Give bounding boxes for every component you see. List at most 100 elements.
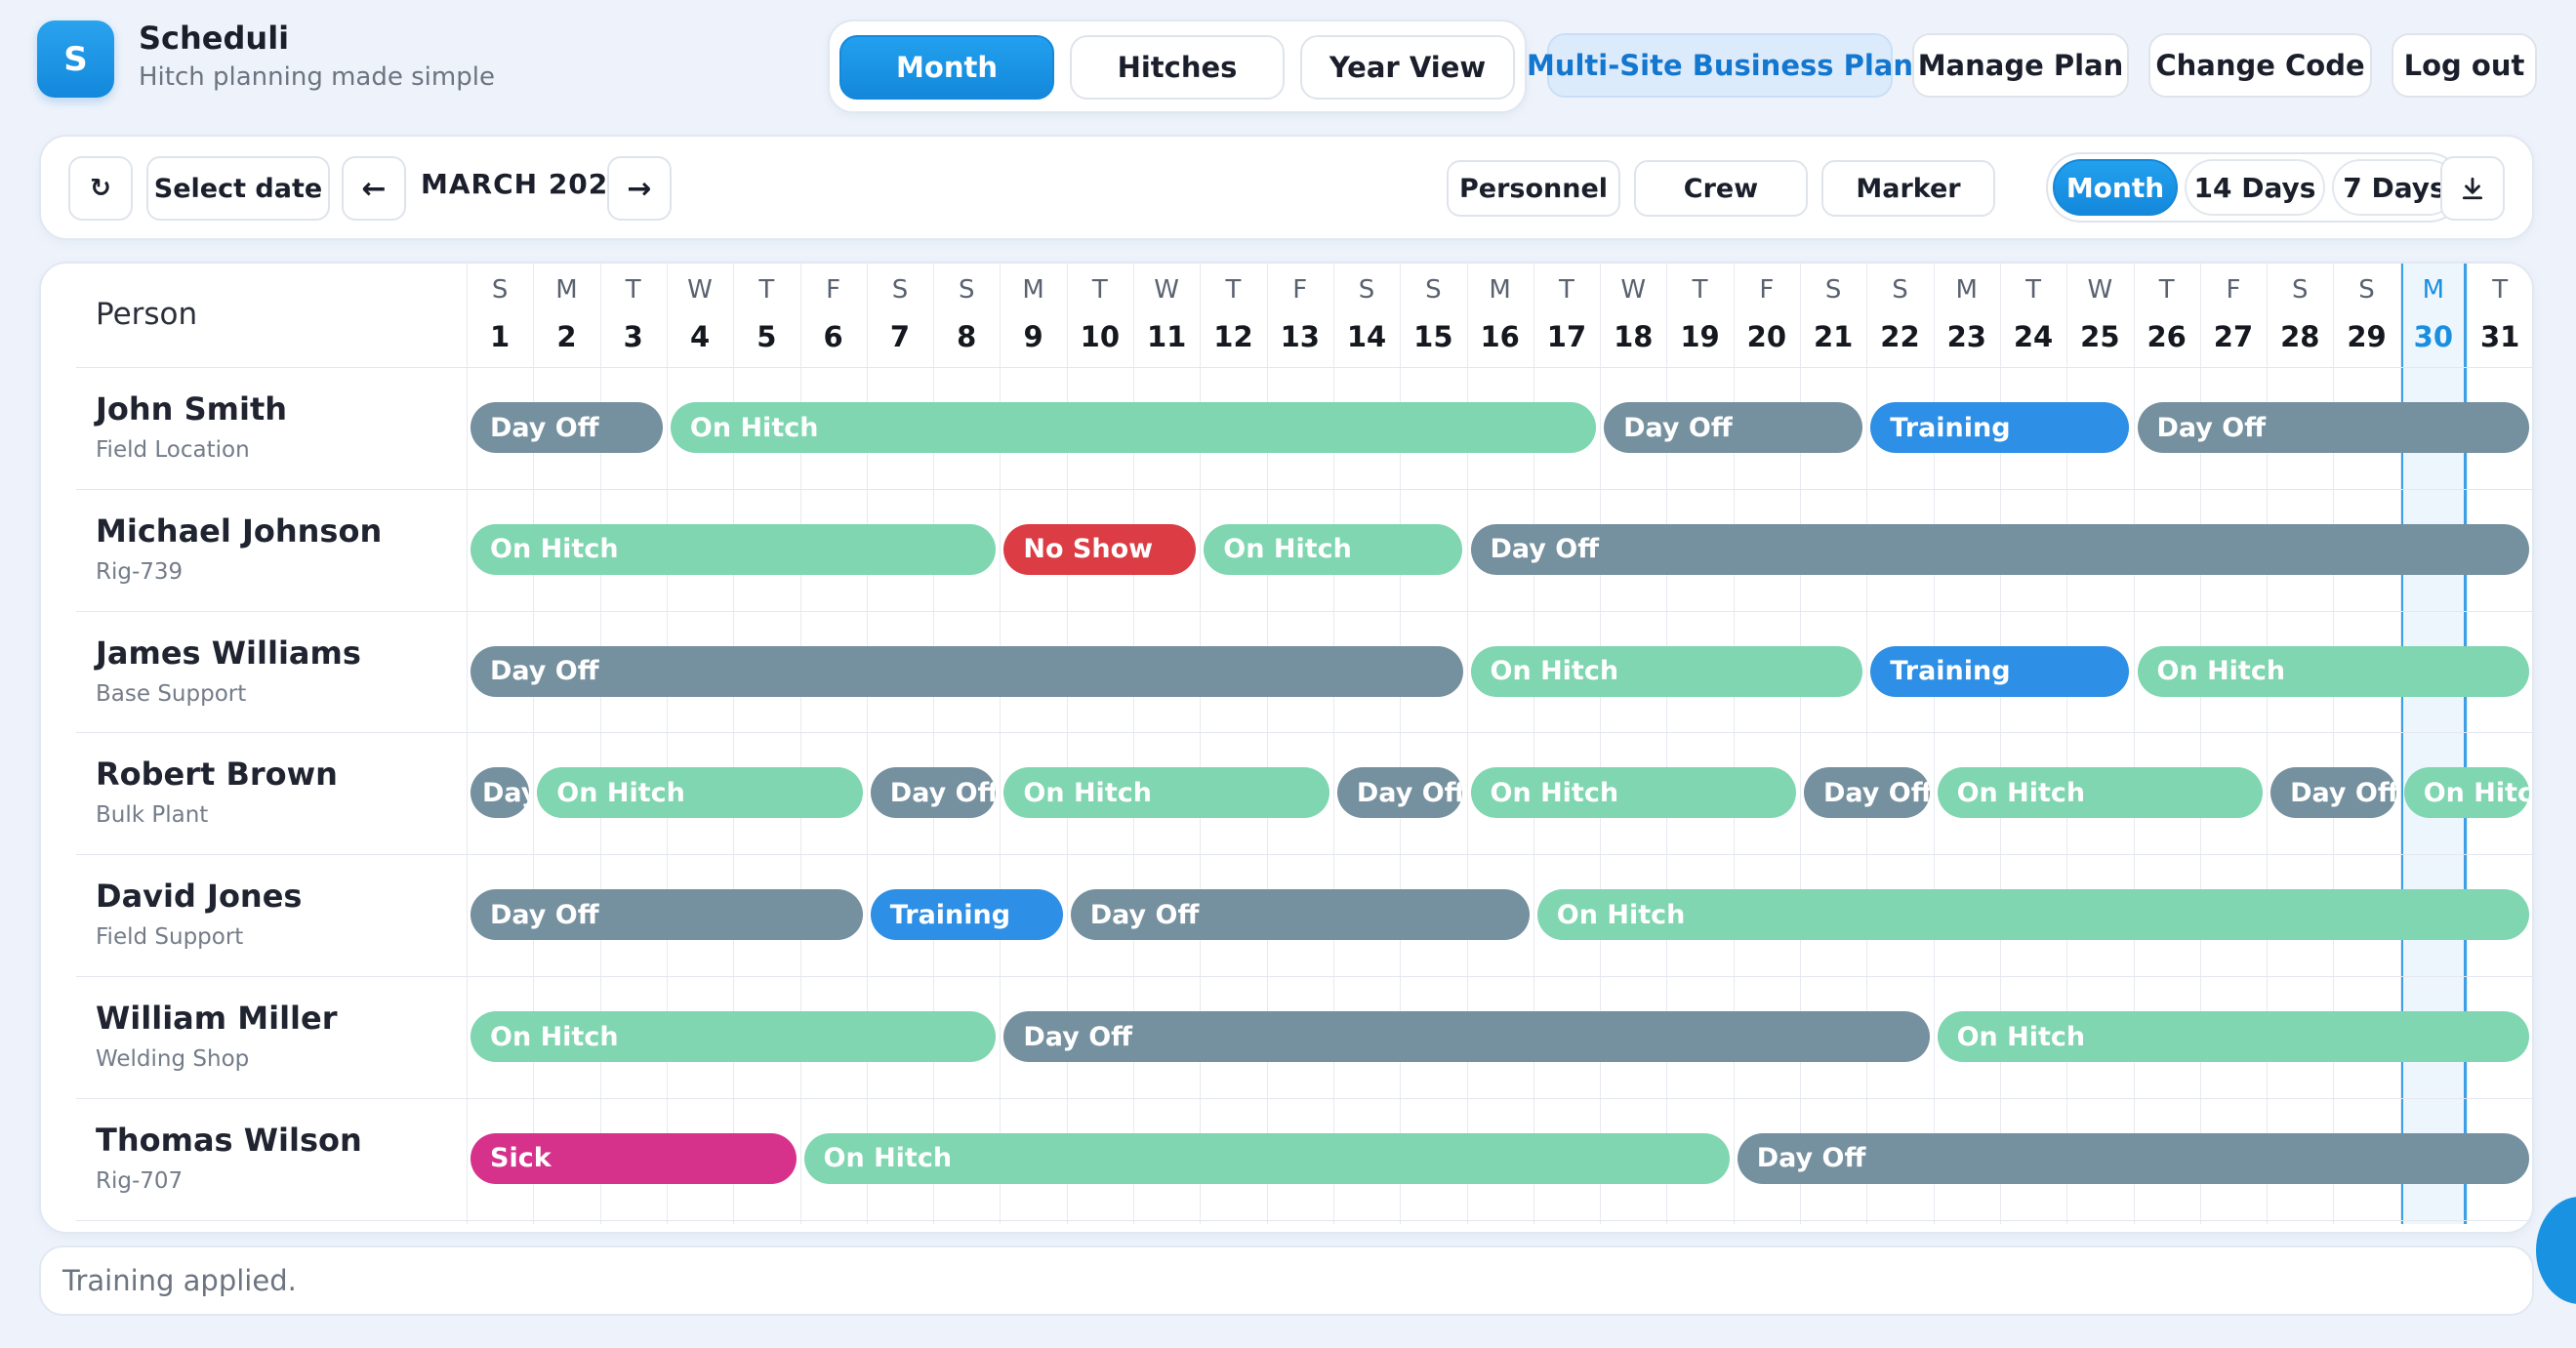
person-name[interactable]: James Williams — [96, 633, 361, 672]
schedule-bar-day-off[interactable]: Day Off — [1804, 767, 1930, 819]
person-name[interactable]: John Smith — [96, 390, 288, 428]
schedule-bar-day-off[interactable]: Day Off — [470, 889, 863, 941]
schedule-bar-on-hitch[interactable]: On Hitch — [1204, 523, 1463, 575]
tab-hitches[interactable]: Hitches — [1070, 35, 1285, 100]
person-name[interactable]: William Miller — [96, 1000, 338, 1037]
schedule-bar-no-show[interactable]: No Show — [1003, 523, 1197, 575]
schedule-bar-on-hitch[interactable]: On Hitch — [537, 767, 863, 819]
schedule-bar-day-off[interactable]: Day Off — [870, 767, 997, 819]
day-of-week-label: S — [1824, 275, 1842, 305]
schedule-bar-training[interactable]: Training — [1870, 645, 2130, 697]
schedule-bar-on-hitch[interactable]: On Hitch — [2403, 767, 2530, 819]
schedule-bar-day-off[interactable]: Day Off — [1737, 1132, 2530, 1184]
schedule-bar-training[interactable]: Training — [1870, 402, 2130, 453]
range-7-days-pill[interactable]: 7 Days — [2332, 159, 2457, 216]
prev-month-arrow-icon[interactable]: ← — [342, 156, 406, 221]
next-month-arrow-icon[interactable]: → — [607, 156, 672, 221]
refresh-icon[interactable]: ↻ — [68, 156, 133, 221]
person-location: Welding Shop — [96, 1046, 250, 1072]
person-name[interactable]: David Jones — [96, 878, 303, 916]
plan-badge-button[interactable]: Multi-Site Business Plan — [1527, 33, 1913, 98]
schedule-bar-day-off[interactable]: Day Off — [1470, 523, 2530, 575]
manage-plan-button[interactable]: Manage Plan — [1912, 33, 2129, 98]
download-icon[interactable] — [2440, 156, 2505, 221]
day-of-week-label: W — [687, 275, 713, 305]
schedule-bar-day-off[interactable]: Day Off — [1336, 767, 1463, 819]
schedule-bar-on-hitch[interactable]: On Hitch — [803, 1132, 1730, 1184]
schedule-bar-day-off[interactable]: Day Off — [470, 645, 1463, 697]
grid-row-line — [76, 610, 2532, 612]
filter-personnel-button[interactable]: Personnel — [1447, 160, 1620, 217]
floating-action-button[interactable] — [2536, 1197, 2576, 1304]
select-date-button[interactable]: Select date — [146, 156, 330, 221]
schedule-bar-day-off[interactable]: Day Off — [1604, 402, 1863, 453]
schedule-bar-on-hitch[interactable]: On Hitch — [1003, 767, 1329, 819]
schedule-bar-day-off[interactable]: Day Off — [470, 767, 530, 819]
schedule-bar-day-off[interactable]: Day Off — [2137, 402, 2530, 453]
tab-year-view[interactable]: Year View — [1300, 35, 1515, 100]
tab-month[interactable]: Month — [839, 35, 1054, 100]
logout-button[interactable]: Log out — [2392, 33, 2537, 98]
schedule-bar-day-off[interactable]: Day Off — [1003, 1011, 1930, 1062]
schedule-bar-on-hitch[interactable]: On Hitch — [470, 1011, 997, 1062]
person-name[interactable]: Michael Johnson — [96, 511, 383, 550]
range-14-days-pill[interactable]: 14 Days — [2185, 159, 2325, 216]
schedule-bar-on-hitch[interactable]: On Hitch — [1536, 889, 2530, 941]
day-of-week-label: M — [1955, 275, 1978, 305]
schedule-bar-on-hitch[interactable]: On Hitch — [670, 402, 1597, 453]
schedule-bar-sick[interactable]: Sick — [470, 1132, 797, 1184]
schedule-bar-day-off[interactable]: Day Off — [470, 402, 663, 453]
day-of-week-label: S — [1892, 275, 1908, 305]
schedule-bar-day-off[interactable]: Day Off — [1070, 889, 1530, 941]
grid-column-line — [1332, 264, 1334, 1224]
schedule-bar-on-hitch[interactable]: On Hitch — [2137, 645, 2530, 697]
change-code-button[interactable]: Change Code — [2148, 33, 2372, 98]
filter-crew-button[interactable]: Crew — [1634, 160, 1808, 217]
day-number-label: 14 — [1346, 320, 1387, 353]
schedule-bar-on-hitch[interactable]: On Hitch — [1470, 767, 1796, 819]
day-number-label: 12 — [1213, 320, 1253, 353]
person-name[interactable]: Thomas Wilson — [96, 1121, 362, 1159]
schedule-bar-on-hitch[interactable]: On Hitch — [470, 523, 997, 575]
schedule-bar-training[interactable]: Training — [870, 889, 1063, 941]
schedule-bar-on-hitch[interactable]: On Hitch — [1937, 1011, 2530, 1062]
person-name[interactable]: Robert Brown — [96, 756, 338, 794]
range-month-pill[interactable]: Month — [2053, 159, 2178, 216]
day-of-week-label: T — [758, 275, 775, 305]
schedule-bar-on-hitch[interactable]: On Hitch — [1937, 767, 2264, 819]
schedule-bar-day-off[interactable]: Day Off — [2270, 767, 2396, 819]
schedule-bar-on-hitch[interactable]: On Hitch — [1470, 645, 1863, 697]
filter-marker-button[interactable]: Marker — [1821, 160, 1995, 217]
